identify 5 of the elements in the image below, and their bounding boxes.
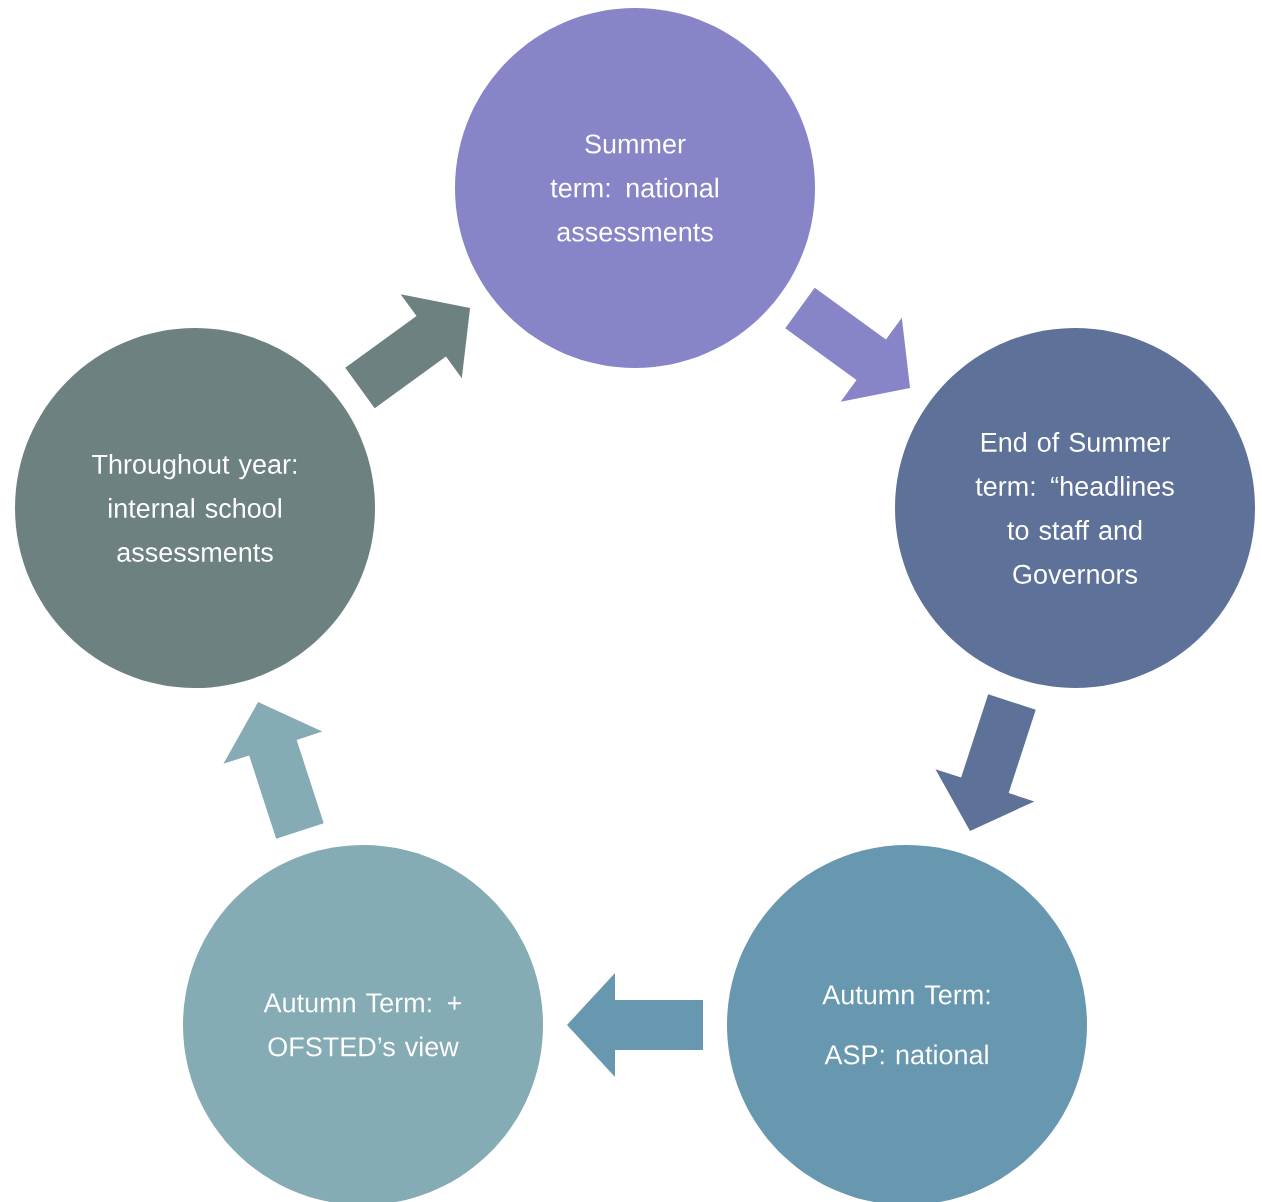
block-arrow [345,294,471,409]
block-arrow [935,694,1036,831]
block-arrow [223,702,324,839]
block-arrow [785,287,911,402]
block-arrow [567,973,703,1077]
